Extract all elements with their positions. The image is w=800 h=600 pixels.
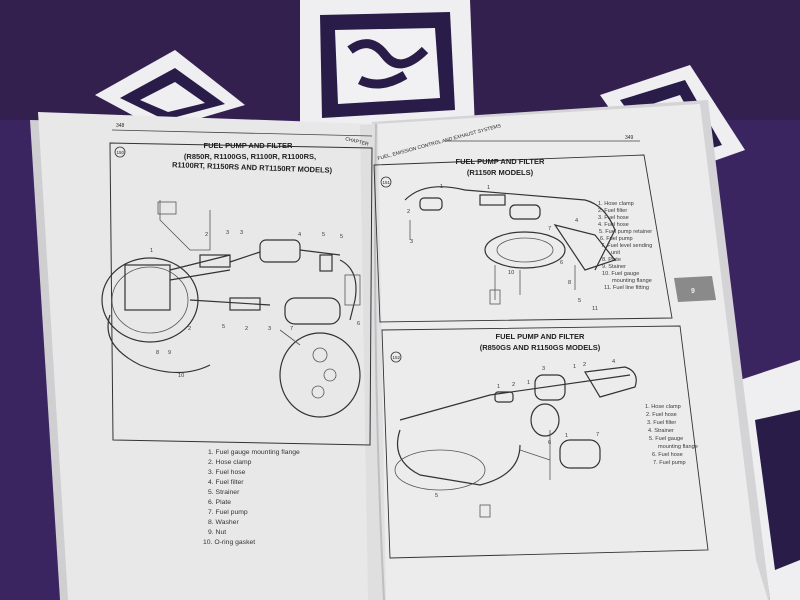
- figure-150-legend: 1. Fuel gauge mounting flange 2. Hose cl…: [203, 449, 300, 546]
- figure-151-title: FUEL PUMP AND FILTER: [456, 157, 545, 166]
- legend-item: 6. Fuel pump: [600, 236, 633, 242]
- callout: 1: [527, 380, 530, 386]
- left-page-number: 348: [116, 123, 125, 129]
- callout: 4: [298, 232, 301, 238]
- legend-item: 2. Hose clamp: [208, 459, 252, 466]
- legend-item: 6. Plate: [208, 499, 231, 506]
- fuel-pump-diagram-151: [404, 186, 617, 305]
- callout: 10: [508, 270, 514, 276]
- legend-item: 9. Stainer: [602, 264, 626, 270]
- legend-item: 2. Fuel filter: [598, 208, 627, 214]
- figure-151-number: 151: [383, 180, 391, 185]
- callout: 4: [612, 359, 615, 365]
- left-page: [38, 112, 384, 600]
- fuel-pump-diagram-150: [101, 200, 361, 418]
- legend-item: 3. Fuel hose: [208, 469, 246, 476]
- legend-item: mounting flange: [658, 444, 698, 450]
- callout: 3: [268, 326, 271, 332]
- callout: 8: [156, 350, 159, 356]
- callout: 1: [497, 384, 500, 390]
- callout: 5: [435, 493, 438, 499]
- legend-item: 2. Fuel hose: [646, 412, 677, 418]
- callout: 3: [542, 366, 545, 372]
- legend-item: 7. Fuel pump: [208, 509, 248, 516]
- right-page-number: 349: [625, 135, 634, 141]
- right-page: [374, 104, 768, 600]
- figure-151-legend: 1. Hose clamp 2. Fuel filter 3. Fuel hos…: [598, 201, 652, 291]
- callout: 2: [583, 362, 586, 368]
- white-pattern-cloth-left: [95, 50, 245, 130]
- legend-item: 6. Fuel hose: [652, 452, 683, 458]
- callout: 2: [512, 382, 515, 388]
- figure-150-number: 150: [117, 150, 125, 155]
- figure-150-title: FUEL PUMP AND FILTER: [204, 141, 293, 150]
- callout: 11: [592, 306, 598, 312]
- callout: 7: [290, 326, 293, 332]
- callout: 3: [226, 230, 229, 236]
- chapter-tab-label: 9: [691, 288, 695, 295]
- figure-151-subtitle: (R1150R MODELS): [467, 168, 534, 177]
- callout: 5: [578, 298, 581, 304]
- callout: 5: [222, 324, 225, 330]
- callout: 5: [340, 234, 343, 240]
- callout: 2: [205, 232, 208, 238]
- figure-150-callouts: 1 2 3 3 4 5 5 6 7 2 3 5 2 9 8 10: [150, 230, 360, 379]
- callout: 10: [178, 373, 184, 379]
- callout: 1: [150, 248, 153, 254]
- legend-item: 8. Washer: [208, 519, 239, 526]
- legend-item: 3. Fuel hose: [598, 215, 629, 221]
- figure-152-callouts: 1 2 1 3 1 2 4 7 1 6 5: [435, 359, 615, 499]
- figure-152-box: [381, 325, 709, 559]
- callout: 1: [573, 364, 576, 370]
- legend-item: 5. Fuel pump retainer: [599, 229, 652, 235]
- callout: 9: [168, 350, 171, 356]
- legend-item: 10. Fuel gauge: [602, 271, 639, 277]
- callout: 1: [487, 185, 490, 191]
- callout: 6: [560, 260, 563, 266]
- callout: 1: [565, 433, 568, 439]
- legend-item: unit: [611, 250, 620, 256]
- legend-item: 4. Strainer: [648, 428, 674, 434]
- chapter-tab[interactable]: [674, 276, 716, 302]
- legend-item: 8. Plate: [602, 257, 621, 263]
- callout: 2: [245, 326, 248, 332]
- callout: 2: [188, 326, 191, 332]
- callout: 3: [410, 239, 413, 245]
- legend-item: 5. Fuel gauge: [649, 436, 683, 442]
- legend-item: 1. Hose clamp: [598, 201, 634, 207]
- callout: 5: [322, 232, 325, 238]
- callout: 7: [548, 226, 551, 232]
- white-pattern-cloth-center: [300, 0, 475, 140]
- callout: 3: [240, 230, 243, 236]
- legend-item: 7. Fuel level sending: [601, 243, 652, 249]
- callout: 1: [440, 184, 443, 190]
- figure-152-subtitle: (R850GS AND R1150GS MODELS): [480, 343, 601, 352]
- figure-151-callouts: 1 1 2 3 4 7 10 6 8 5 11: [407, 184, 598, 312]
- legend-item: 5. Strainer: [208, 489, 240, 496]
- callout: 2: [407, 209, 410, 215]
- figure-151-box: [373, 154, 673, 323]
- legend-item: 7. Fuel pump: [653, 460, 686, 466]
- left-running-head: CHAPTER: [345, 136, 370, 148]
- fuel-pump-diagram-152: [394, 366, 637, 518]
- figure-152-legend: 1. Hose clamp 2. Fuel hose 3. Fuel filte…: [645, 404, 698, 466]
- callout: 6: [357, 321, 360, 327]
- legend-item: 9. Nut: [208, 529, 226, 536]
- callout: 4: [575, 218, 578, 224]
- legend-item: mounting flange: [612, 278, 652, 284]
- legend-item: 3. Fuel filter: [647, 420, 676, 426]
- figure-150-subtitle-1: (R850R, R1100GS, R1100R, R1100RS,: [184, 152, 316, 161]
- figure-152-title: FUEL PUMP AND FILTER: [496, 332, 585, 341]
- figure-152-number: 152: [393, 355, 401, 360]
- callout: 7: [596, 432, 599, 438]
- legend-item: 1. Fuel gauge mounting flange: [208, 449, 300, 456]
- legend-item: 11. Fuel line fitting: [604, 285, 649, 291]
- legend-item: 10. O-ring gasket: [203, 539, 255, 546]
- legend-item: 1. Hose clamp: [645, 404, 681, 410]
- legend-item: 4. Fuel hose: [598, 222, 629, 228]
- callout: 6: [548, 440, 551, 446]
- callout: 8: [568, 280, 571, 286]
- legend-item: 4. Fuel filter: [208, 479, 244, 486]
